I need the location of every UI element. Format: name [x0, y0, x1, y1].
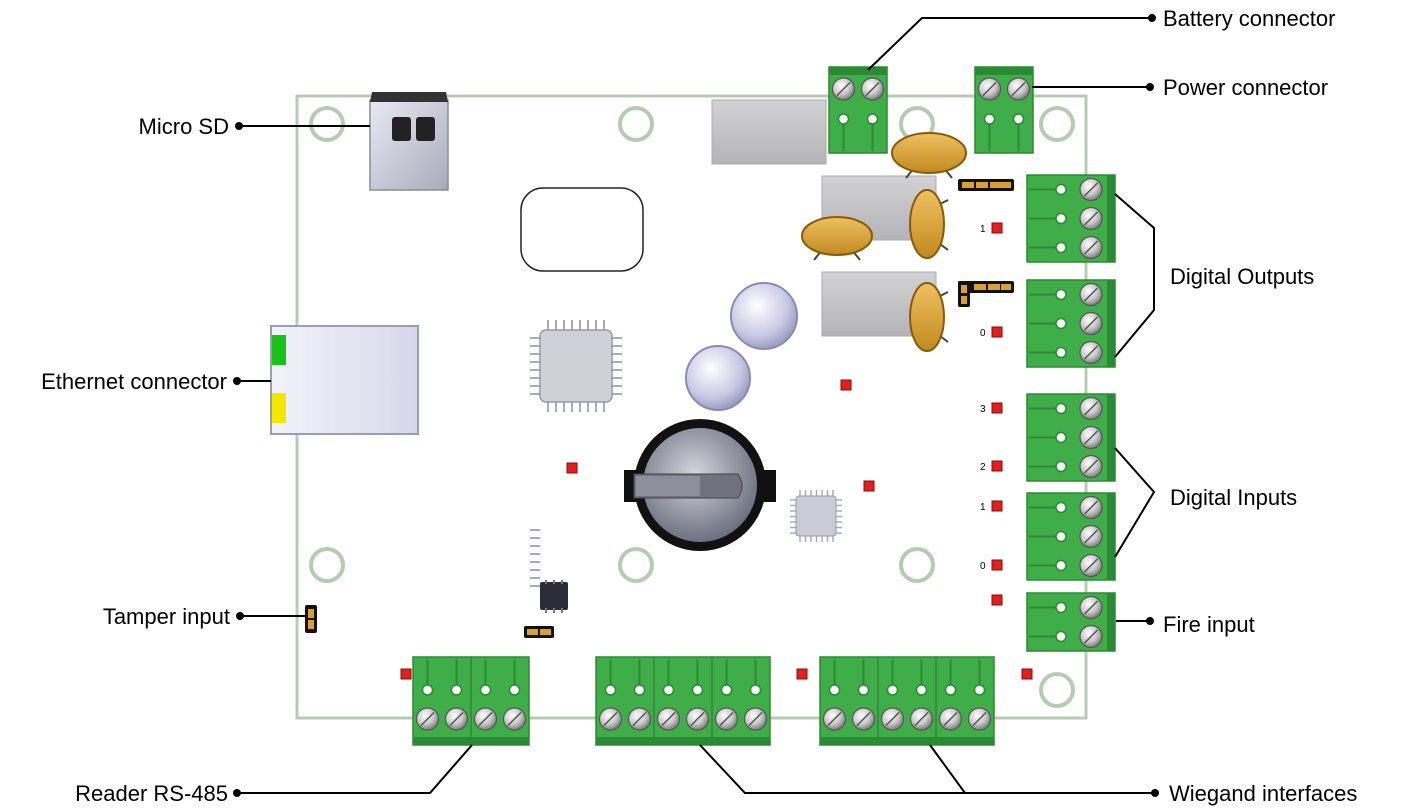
input-index-0: 0: [980, 561, 986, 572]
label-tamper-input: Tamper input: [103, 604, 230, 629]
status-leds: [400, 222, 1033, 680]
label-fire-input: Fire input: [1163, 612, 1255, 637]
micro-sd-slot: [369, 92, 449, 191]
digital-output-terminal-2: [1026, 279, 1116, 368]
buzzer-outline: [520, 187, 644, 272]
label-ethernet-connector: Ethernet connector: [41, 369, 227, 394]
digital-output-terminal-1: [1026, 174, 1116, 263]
coin-battery-holder: [624, 419, 776, 551]
label-battery-connector: Battery connector: [1163, 6, 1335, 31]
soic-chip: [540, 580, 568, 613]
digital-input-terminal-1: [1026, 393, 1116, 482]
power-terminal: [974, 66, 1034, 154]
fire-input-terminal: [1026, 592, 1116, 652]
digital-input-terminal-2: [1026, 492, 1116, 581]
electrolytic-capacitors: [685, 282, 798, 411]
label-micro-sd: Micro SD: [139, 114, 229, 139]
label-power-connector: Power connector: [1163, 75, 1328, 100]
small-chip: [790, 490, 842, 542]
output-index-0: 0: [980, 328, 986, 339]
ceramic-capacitors: [801, 132, 967, 352]
terminal-blocks: [412, 66, 1116, 746]
battery-terminal: [828, 66, 888, 154]
callout-dots: [233, 14, 1159, 797]
input-index-3: 3: [980, 404, 986, 415]
wiegand-terminal-2: [819, 656, 995, 746]
output-index-1: 1: [980, 224, 986, 235]
reader-rs485-terminal: [412, 656, 530, 746]
label-reader-rs485: Reader RS-485: [75, 781, 228, 806]
label-digital-inputs: Digital Inputs: [1170, 485, 1297, 510]
label-digital-outputs: Digital Outputs: [1170, 264, 1314, 289]
input-index-1: 1: [980, 502, 986, 513]
jumpers: [305, 179, 1014, 638]
callout-lines: [237, 17, 1156, 794]
indicator-numbers: 1 0 3 2 1 0: [980, 224, 986, 572]
input-index-2: 2: [980, 462, 986, 473]
mounting-holes: [309, 106, 1075, 708]
label-wiegand-interfaces: Wiegand interfaces: [1169, 781, 1357, 806]
microcontroller-chip: [530, 320, 622, 587]
wiegand-terminal-1: [595, 656, 771, 746]
ethernet-jack: [270, 325, 419, 435]
